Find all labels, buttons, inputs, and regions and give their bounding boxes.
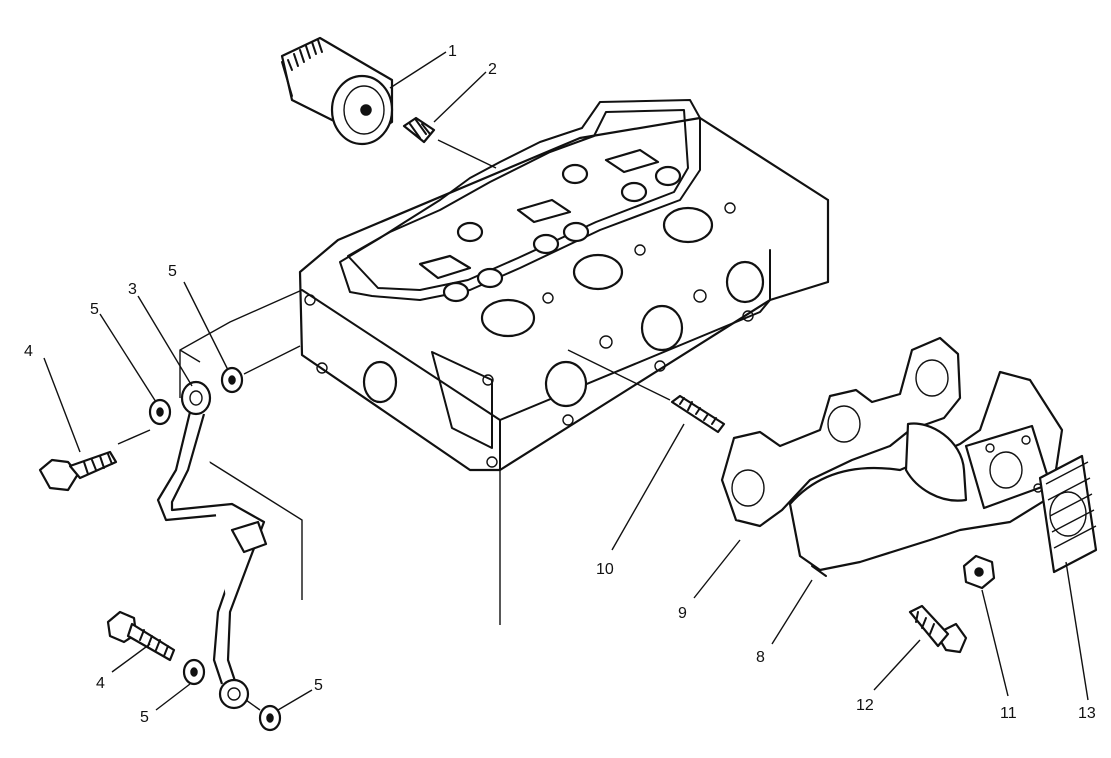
banjo-bolt-lower (106, 610, 176, 662)
sealing-washer-lower-left (182, 658, 206, 686)
sealing-washer-lower-right (258, 704, 282, 732)
callout-5-lower-right: 5 (314, 677, 323, 694)
cylinder-head (179, 99, 830, 625)
callout-4-upper: 4 (24, 343, 33, 360)
callout-5-upper-right: 5 (168, 263, 177, 280)
oil-filter (280, 36, 394, 146)
callout-2: 2 (488, 61, 497, 78)
callout-8: 8 (756, 649, 765, 666)
exhaust-manifold (788, 370, 1064, 577)
banjo-fitting-lower (218, 678, 250, 710)
sealing-washer-upper-right (220, 366, 244, 394)
oil-line-assembly (38, 345, 301, 732)
threaded-nipple (402, 116, 497, 169)
flange-bolt (908, 604, 968, 654)
callout-11: 11 (1000, 705, 1017, 722)
callout-9: 9 (678, 605, 687, 622)
callout-10: 10 (596, 561, 614, 578)
callout-4-lower: 4 (96, 675, 105, 692)
callout-12: 12 (856, 697, 874, 714)
banjo-fitting-upper (180, 380, 212, 416)
callout-5-upper-left: 5 (90, 301, 99, 318)
sealing-washer-upper-left (148, 398, 172, 426)
hex-nut (962, 554, 996, 590)
callout-13: 13 (1078, 705, 1096, 722)
leader-lines (43, 51, 1089, 711)
banjo-bolt-upper (38, 450, 118, 492)
callout-3: 3 (128, 281, 137, 298)
callout-5-lower-left: 5 (140, 709, 149, 726)
flange-gasket (1038, 454, 1098, 574)
stud (567, 349, 726, 434)
callouts: 1 2 3 4 5 5 4 5 5 10 9 8 12 11 13 (24, 43, 1096, 726)
callout-1: 1 (448, 43, 457, 60)
exhaust-manifold-gasket (720, 336, 962, 528)
